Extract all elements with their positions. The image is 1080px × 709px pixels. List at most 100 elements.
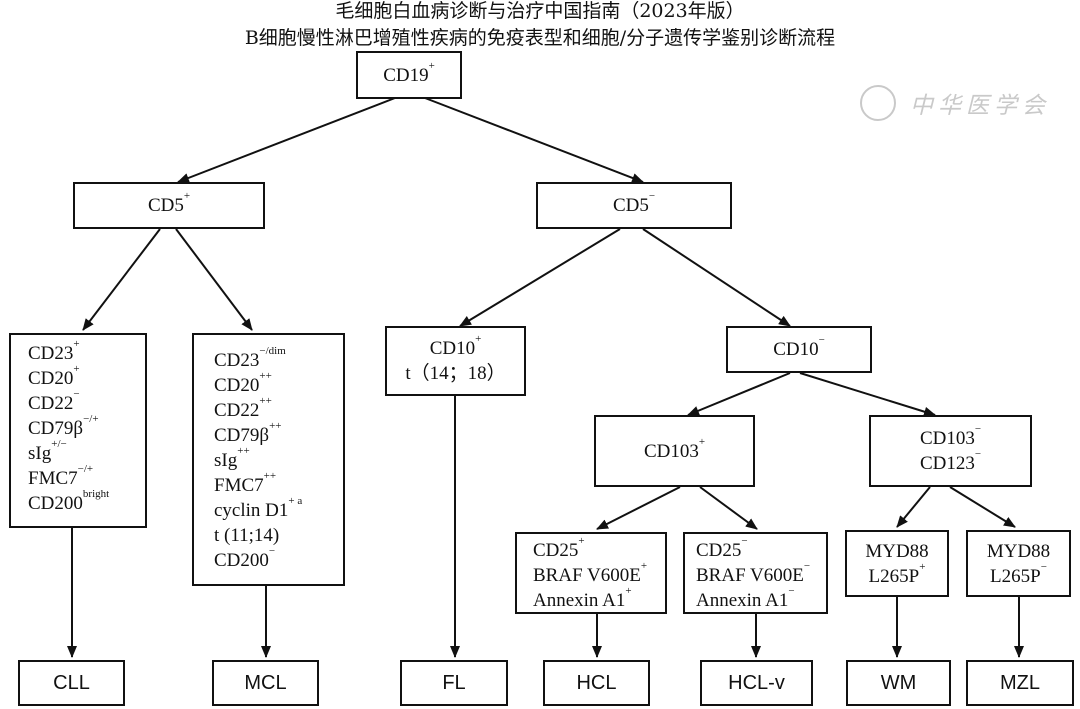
marker-expression: ++ (259, 370, 272, 382)
marker-expression: − (788, 585, 795, 597)
marker-line: CD79β−/+ (28, 413, 145, 441)
marker-line: CD23−/dim (214, 345, 343, 373)
node-hclv-markers: CD25−BRAF V600E−Annexin A1− (683, 532, 828, 614)
marker-expression: − (974, 423, 982, 435)
marker-line: MYD88 (987, 539, 1050, 564)
node-cd10-negative: CD10− (726, 326, 872, 373)
node-cd19-positive: CD19+ (356, 51, 462, 99)
marker-expression: + (73, 363, 80, 375)
marker-line: L265P+ (868, 561, 926, 589)
marker-expression: + (698, 435, 706, 448)
marker-name: CD20 (214, 375, 260, 396)
marker-line: CD10− (773, 334, 825, 362)
marker-name: CD200 (214, 550, 269, 571)
node-cd5-negative: CD5− (536, 182, 732, 229)
marker-name: CD5 (612, 195, 649, 216)
marker-expression: bright (82, 488, 110, 500)
marker-expression: + (73, 338, 80, 350)
diagram-title: 毛细胞白血病诊断与治疗中国指南（2023年版） (335, 0, 745, 22)
marker-line: CD10+ (430, 333, 482, 361)
node-fl-immunophenotype: CD10+t（14；18） (385, 326, 526, 396)
marker-expression: − (741, 535, 748, 547)
edge-cd103pos-hclv (699, 486, 758, 530)
marker-expression: + a (288, 495, 303, 507)
marker-line: t（14；18） (405, 361, 505, 386)
diagram-subtitle: B细胞慢性淋巴增殖性疾病的免疫表型和细胞/分子遗传学鉴别诊断流程 (244, 27, 836, 49)
marker-name: CD22 (214, 400, 260, 421)
marker-line: CD20+ (28, 363, 145, 391)
marker-expression: − (1040, 560, 1047, 573)
marker-line: CD23+ (28, 338, 145, 366)
marker-name: CD200 (28, 493, 83, 514)
edge-cd5pos-mcl (175, 228, 253, 331)
marker-name: CD22 (28, 393, 74, 414)
marker-line: MYD88 (865, 539, 928, 564)
marker-name: CD123 (919, 453, 975, 474)
marker-line: Annexin A1+ (533, 586, 665, 613)
marker-name: CD20 (28, 368, 74, 389)
marker-expression: + (183, 190, 191, 202)
marker-line: FMC7−/+ (28, 464, 145, 491)
diagnosis-cll: CLL (18, 660, 125, 706)
diagnosis-hcl: HCL (543, 660, 650, 706)
marker-expression: − (73, 388, 80, 400)
marker-name: sIg (214, 450, 238, 471)
marker-expression: + (428, 59, 435, 72)
marker-name: CD10 (773, 339, 819, 360)
marker-name: Annexin A1 (533, 590, 626, 611)
node-cd5-positive: CD5+ (73, 182, 265, 229)
node-cll-immunophenotype: CD23+CD20+CD22−CD79β−/+sIg+/−FMC7−/+CD20… (9, 333, 147, 528)
marker-line: CD123− (919, 448, 982, 476)
edge-cd103pos-hcl (596, 486, 681, 530)
marker-line: CD79β++ (214, 420, 343, 448)
marker-expression: ++ (259, 395, 272, 407)
marker-line: CD22++ (214, 395, 343, 423)
diagnosis-mcl: MCL (212, 660, 319, 706)
marker-expression: − (974, 448, 982, 460)
marker-name: L265P (990, 565, 1041, 587)
edge-cd19-cd5pos (177, 97, 396, 183)
diagnosis-fl: FL (400, 660, 508, 706)
marker-name: CD19 (383, 64, 429, 86)
marker-line: sIg+/− (28, 438, 145, 466)
marker-expression: ++ (269, 420, 282, 432)
marker-expression: −/+ (83, 413, 99, 425)
edge-cd5neg-cd10neg (642, 228, 791, 327)
node-cd103-positive: CD103+ (594, 415, 755, 487)
edge-cd19-cd5neg (424, 97, 644, 183)
marker-name: L265P (868, 565, 920, 587)
marker-expression: −/dim (259, 345, 286, 357)
marker-line: CD22− (28, 388, 145, 416)
marker-line: CD5− (612, 190, 656, 218)
marker-name: BRAF V600E (533, 565, 641, 586)
marker-line: cyclin D1+ a (214, 495, 343, 523)
marker-name: CD23 (214, 350, 260, 371)
edge-cd10neg-cd103neg (799, 372, 936, 417)
marker-name: FMC7 (214, 475, 264, 496)
marker-name: t（14；18） (405, 363, 506, 384)
marker-expression: − (268, 545, 276, 557)
marker-line: CD5+ (148, 190, 191, 218)
marker-line: CD103− (919, 423, 982, 451)
marker-expression: + (475, 333, 482, 345)
marker-expression: ++ (263, 470, 277, 482)
marker-name: BRAF V600E (696, 565, 804, 586)
diagnosis-wm: WM (846, 660, 951, 706)
marker-name: CD103 (919, 428, 975, 449)
edge-cd103neg-mzl (949, 486, 1016, 528)
diagnosis-hcl-v: HCL-v (700, 660, 813, 706)
marker-name: MYD88 (986, 540, 1051, 562)
marker-line: Annexin A1− (696, 585, 826, 613)
marker-line: t (11;14) (214, 523, 343, 548)
marker-expression: − (648, 190, 656, 202)
marker-name: CD79β (214, 425, 270, 446)
marker-expression: − (818, 334, 825, 346)
marker-line: L265P− (990, 560, 1047, 589)
marker-line: CD25− (696, 535, 826, 563)
marker-expression: ++ (237, 445, 250, 457)
marker-expression: +/− (51, 438, 67, 450)
marker-name: Annexin A1 (696, 590, 789, 611)
marker-name: sIg (28, 443, 52, 464)
diagnosis-mzl: MZL (966, 660, 1074, 706)
